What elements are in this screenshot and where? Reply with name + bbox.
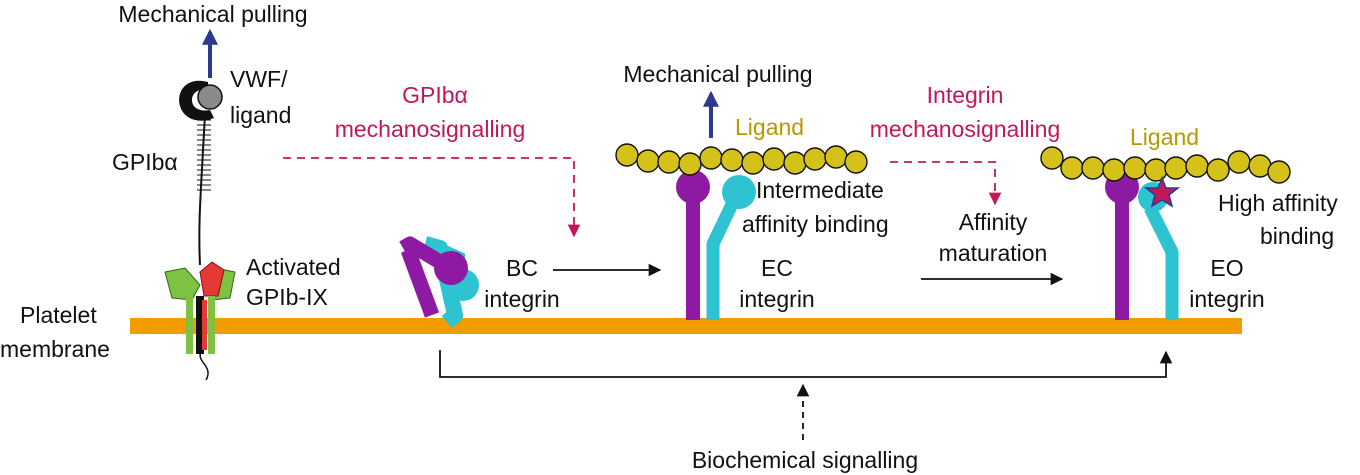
ec-label-line1: EC <box>761 255 793 281</box>
platelet-membrane <box>130 318 1242 334</box>
high-affinity-label-line2: binding <box>1260 223 1334 249</box>
platelet-label-line1: Platelet <box>20 302 97 328</box>
affinity-label-line2: maturation <box>939 240 1048 266</box>
gpib-alpha-label: GPIbα <box>112 149 178 175</box>
vwf-label-line2: ligand <box>230 102 291 128</box>
ec-label-line2: integrin <box>739 286 814 312</box>
ligand-chain-mid <box>615 143 868 176</box>
bc-integrin <box>399 236 479 329</box>
affinity-label-line1: Affinity <box>959 209 1028 235</box>
ec-integrin <box>676 170 756 320</box>
ligand-chain-right <box>1040 146 1291 184</box>
dashed-arrow-icon <box>283 157 581 238</box>
biochemical-label: Biochemical signalling <box>692 447 918 473</box>
gpib-alpha-stalk <box>179 80 223 266</box>
integrin-mechano-label-line1: Integrin <box>927 82 1004 108</box>
eo-label-line1: EO <box>1210 255 1243 281</box>
gpib-mechano-label-line2: mechanosignalling <box>335 116 526 142</box>
gpib-mechano-label-line1: GPIbα <box>402 82 468 108</box>
intermediate-label-line2: affinity binding <box>742 211 889 237</box>
intermediate-label-line1: Intermediate <box>756 177 884 203</box>
dashed-arrow-icon <box>890 161 1002 206</box>
mech-pulling-mid-label: Mechanical pulling <box>623 61 812 87</box>
mech-pulling-left-label: Mechanical pulling <box>118 1 307 27</box>
high-affinity-label-line1: High affinity <box>1218 190 1338 216</box>
ligand-right-label: Ligand <box>1130 124 1199 150</box>
gpib-ix-complex <box>164 261 236 381</box>
activated-label-line2: GPIb-IX <box>246 284 328 310</box>
platelet-label-line2: membrane <box>0 336 110 362</box>
star-icon <box>1143 175 1181 208</box>
eo-label-line2: integrin <box>1189 286 1264 312</box>
activated-label-line1: Activated <box>246 254 341 280</box>
integrin-mechano-label-line2: mechanosignalling <box>870 116 1061 142</box>
biochemical-bracket <box>439 350 1173 378</box>
bc-label-line2: integrin <box>484 286 559 312</box>
vwf-label-line1: VWF/ <box>230 66 288 92</box>
bc-label-line1: BC <box>506 255 538 281</box>
ligand-mid-label: Ligand <box>735 114 804 140</box>
